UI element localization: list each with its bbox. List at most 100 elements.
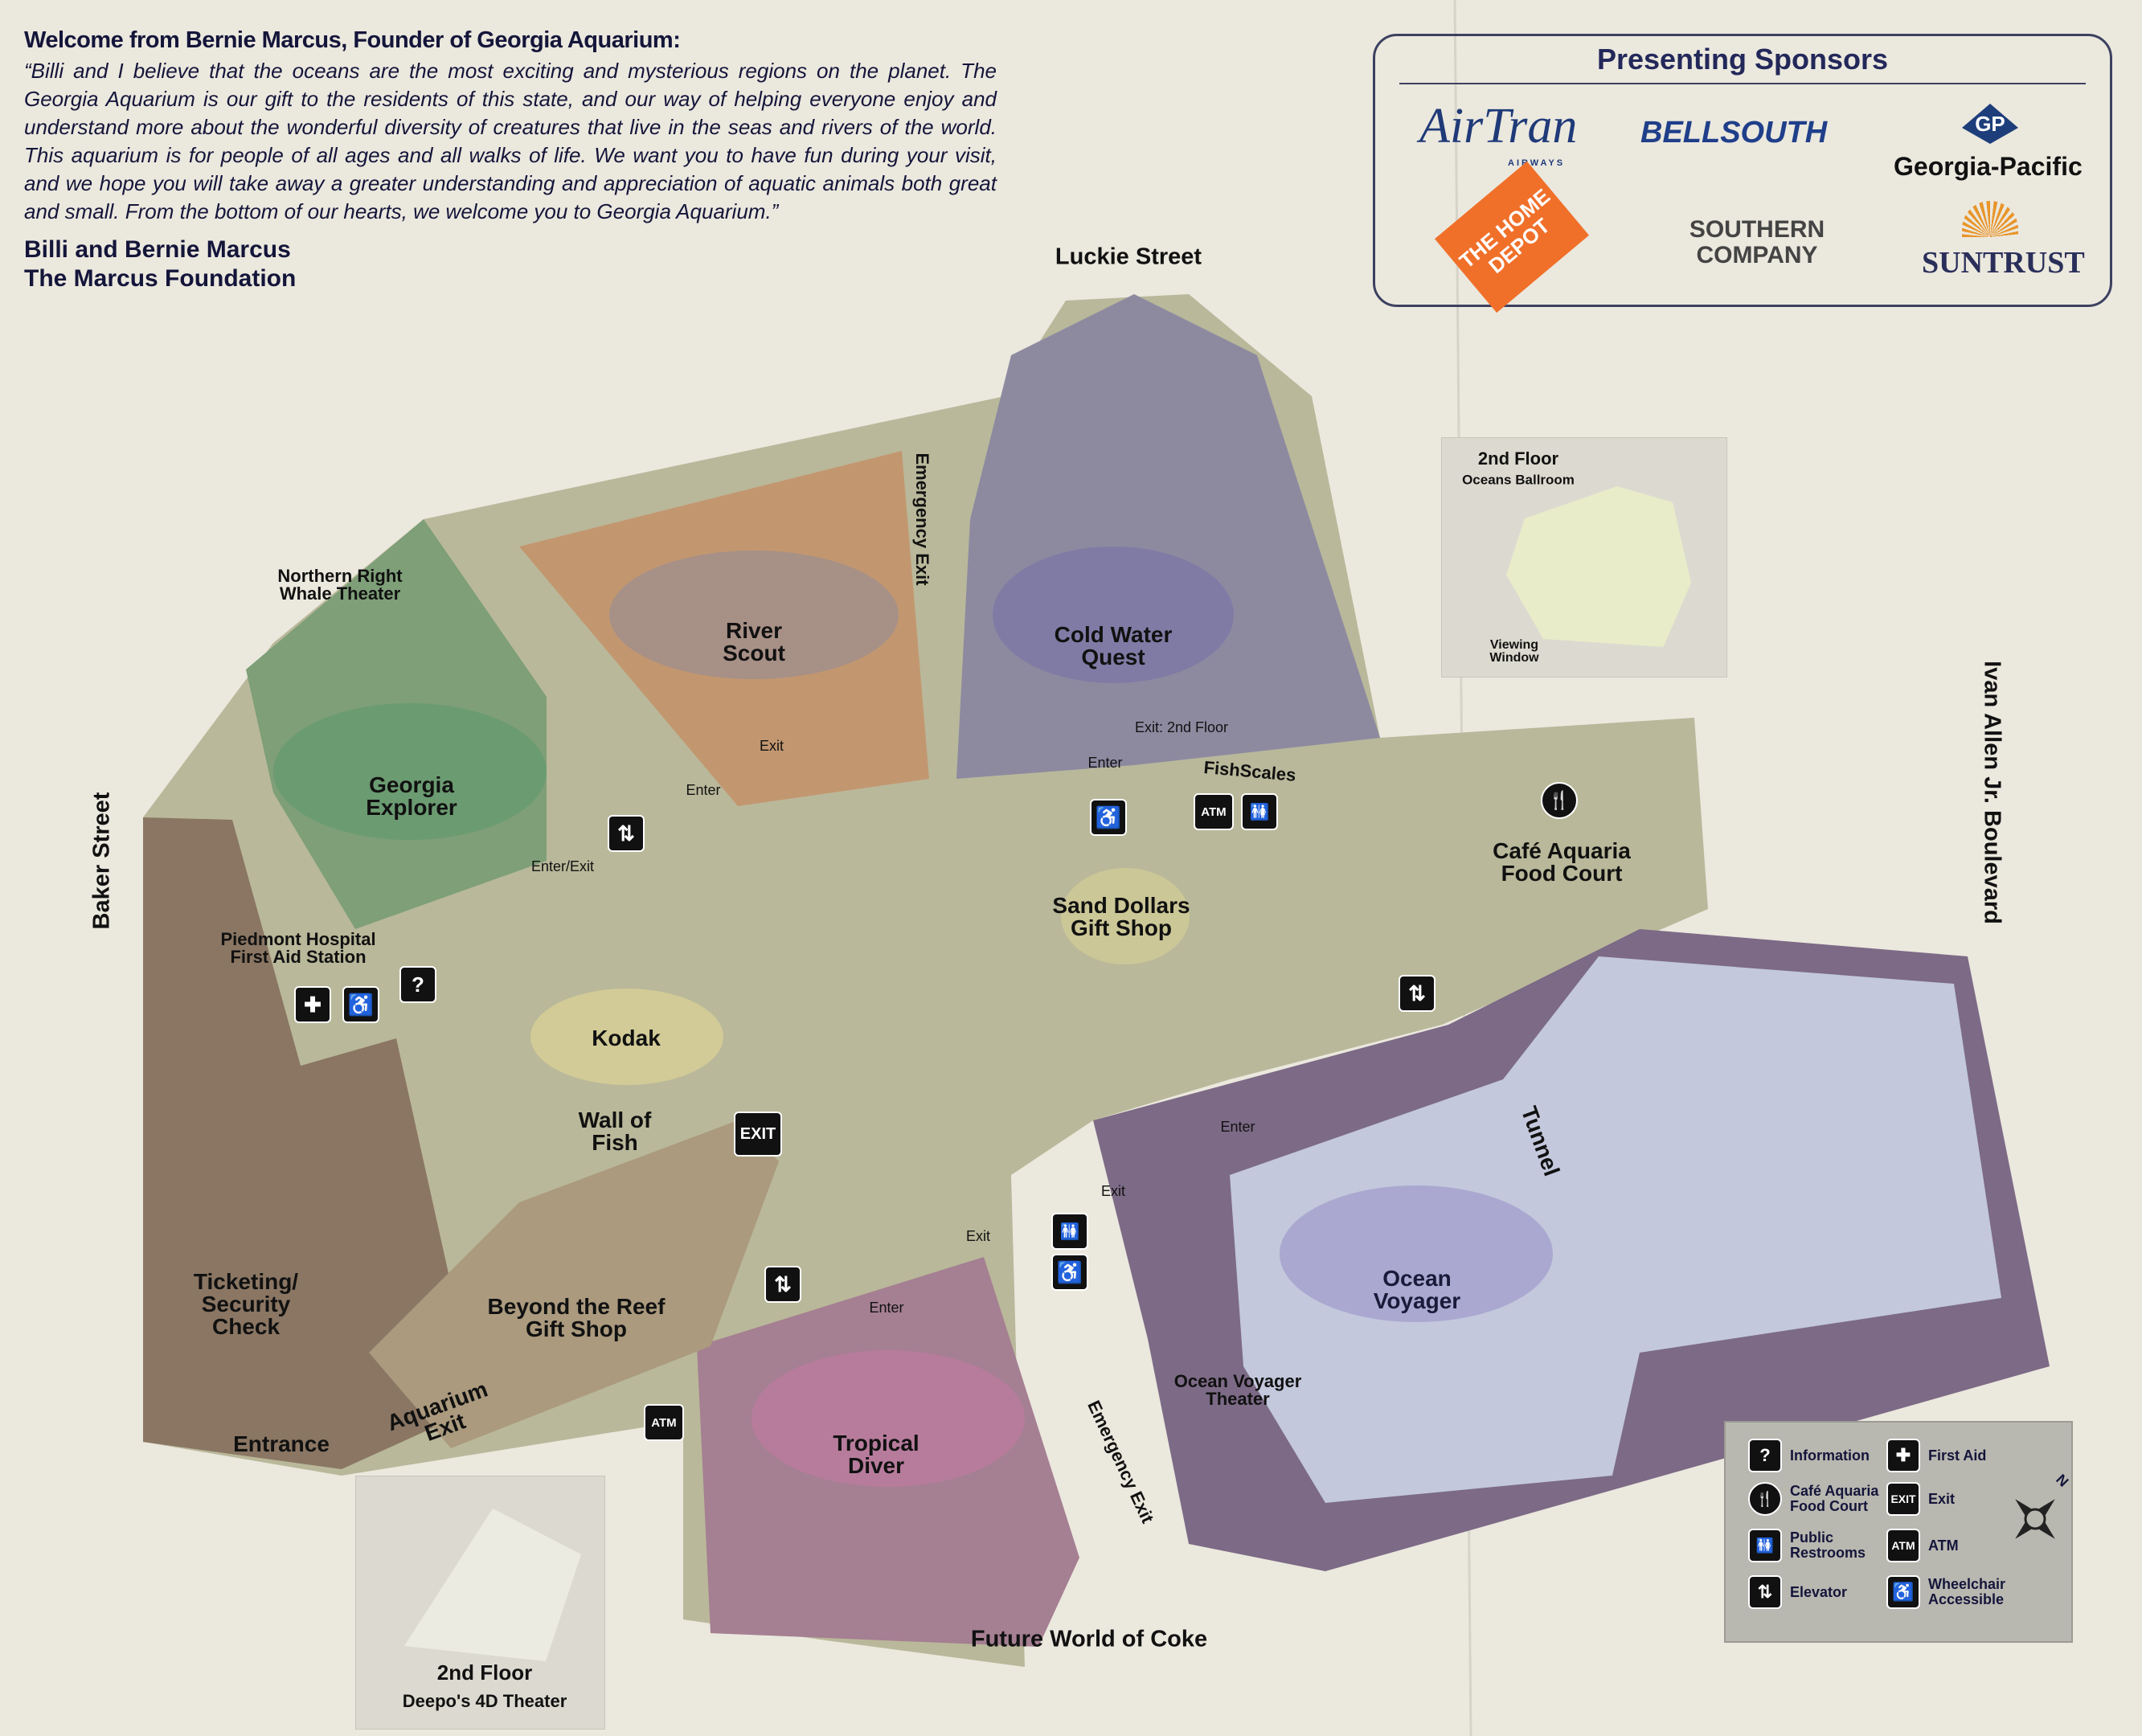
suntrust-sun-icon <box>1962 201 2018 237</box>
street-east: Ivan Allen Jr. Boulevard <box>1979 661 2005 924</box>
bellsouth-logo: BELLSOUTH <box>1640 116 1828 149</box>
exit-icon: EXIT <box>1886 1482 1920 1516</box>
tropical-diver-exit-label: Exit <box>965 1228 991 1244</box>
home-depot-logo: THE HOME DEPOT <box>1434 161 1590 313</box>
wheelchair-icon: ♿ <box>1886 1575 1920 1609</box>
ocean-voyager-theater-label: Ocean Voyager Theater <box>1173 1371 1302 1409</box>
kodak-area <box>530 989 723 1085</box>
restroom-icon: 🚻 <box>1241 793 1278 830</box>
legend-label: ATM <box>1928 1537 1959 1554</box>
sponsors-title: Presenting Sponsors <box>1596 43 1889 76</box>
legend-label: First Aid <box>1928 1447 1987 1464</box>
airtran-logo: AirTran <box>1419 99 1578 154</box>
cafe-icon: 🍴 <box>1748 1482 1782 1516</box>
emergency-exit-north-label: Emergency Exit <box>912 452 932 586</box>
wheelchair-icon: ♿ <box>342 986 379 1023</box>
information-icon: ? <box>399 966 436 1003</box>
cold-water-enter-label: Enter <box>1087 755 1123 771</box>
information-icon: ? <box>1748 1439 1782 1472</box>
cold-water-quest-label: Cold Water Quest <box>1054 622 1173 669</box>
legend-item: 🍴 Café Aquaria Food Court <box>1748 1482 1881 1516</box>
sponsors-divider <box>1399 83 2086 84</box>
entrance-label: Entrance <box>233 1431 330 1456</box>
cold-water-habitat <box>993 547 1234 683</box>
deepo-theater-title: 2nd Floor <box>436 1660 533 1685</box>
street-west: Baker Street <box>88 792 115 930</box>
exit-2nd-floor-label: Exit: 2nd Floor <box>1134 719 1229 735</box>
legend-label: Public Restrooms <box>1790 1529 1866 1561</box>
beyond-reef-label: Beyond the Reef Gift Shop <box>487 1294 666 1341</box>
kodak-label: Kodak <box>592 1026 661 1050</box>
map-legend: ? Information ✚ First Aid 🍴 Café Aquaria Fo… <box>1724 1421 2073 1643</box>
street-north: Luckie Street <box>1055 244 1202 270</box>
legend-item: 🚻Public Restrooms <box>1748 1529 1881 1562</box>
legend-label: Café Aquaria Food Court <box>1790 1483 1879 1514</box>
ballroom-title: 2nd Floor <box>1477 448 1559 469</box>
legend-label: Information <box>1790 1447 1870 1464</box>
legend-label: Exit <box>1928 1490 1956 1507</box>
compass-icon <box>2015 1499 2055 1539</box>
deepo-theater-subtitle: Deepo's 4D Theater <box>402 1691 567 1711</box>
viewing-window-label: Viewing Window <box>1489 638 1539 665</box>
georgia-explorer-label: Georgia Explorer <box>366 772 457 820</box>
elevator-icon: ⇅ <box>1399 975 1436 1012</box>
legend-item: ⇅ Elevator <box>1748 1575 1847 1609</box>
cafe-icon: 🍴 <box>1541 782 1578 819</box>
restroom-icon: 🚻 <box>1051 1213 1088 1250</box>
theater-floor <box>404 1509 581 1661</box>
exit-icon: EXIT <box>734 1112 782 1157</box>
ocean-voyager-exit-label: Exit <box>1100 1183 1126 1199</box>
whale-theater-label: Northern Right Whale Theater <box>277 566 403 604</box>
elevator-icon: ⇅ <box>764 1266 801 1303</box>
legend-label: Wheelchair Accessible <box>1928 1576 2006 1607</box>
welcome-quote: “Billi and I believe that the oceans are… <box>24 59 997 223</box>
river-scout-habitat <box>609 551 899 679</box>
welcome-heading: Welcome from Bernie Marcus, Founder of G… <box>24 27 681 53</box>
wheelchair-icon: ♿ <box>1051 1254 1088 1291</box>
suntrust-logo: SUNTRUST <box>1922 246 2085 280</box>
legend-item: ? Information <box>1748 1439 1870 1472</box>
georgia-explorer-enter-exit-label: Enter/Exit <box>530 858 595 874</box>
sponsors-box: Presenting Sponsors AirTran AIRWAYS BELL… <box>1373 34 2112 313</box>
atm-icon: ATM <box>644 1404 684 1441</box>
wall-of-fish-label: Wall of Fish <box>578 1108 652 1155</box>
georgia-pacific-logo-mark: GP <box>1962 104 2018 144</box>
southern-company-logo: SOUTHERN COMPANY <box>1689 216 1825 268</box>
legend-label: Elevator <box>1790 1583 1848 1600</box>
deepo-theater-inset: 2nd Floor Deepo's 4D Theater <box>355 1476 605 1730</box>
sand-dollars-label: Sand Dollars Gift Shop <box>1052 893 1190 940</box>
welcome-message: Welcome from Bernie Marcus, Founder of G… <box>24 27 997 293</box>
cafe-label: Café Aquaria Food Court <box>1493 838 1631 886</box>
tropical-diver-label: Tropical Diver <box>833 1431 919 1478</box>
legend-item: EXIT Exit <box>1886 1482 1955 1516</box>
beyond-reef-zone <box>369 1120 779 1448</box>
signature-foundation: The Marcus Foundation <box>24 265 297 292</box>
ocean-voyager-enter-label: Enter <box>1220 1119 1255 1135</box>
legend-item: ✚ First Aid <box>1886 1439 1986 1472</box>
ocean-voyager-label: Ocean Voyager <box>1373 1266 1461 1313</box>
tropical-diver-enter-label: Enter <box>869 1300 904 1316</box>
atm-icon: ATM <box>1194 793 1234 830</box>
river-scout-label: River Scout <box>723 618 785 665</box>
tropical-diver-habitat <box>752 1350 1025 1487</box>
georgia-explorer-habitat <box>273 703 547 840</box>
entrance-building <box>143 817 478 1469</box>
oceans-ballroom-inset: 2nd Floor Oceans Ballroom Viewing Window <box>1441 437 1727 678</box>
wheelchair-icon: ♿ <box>1090 799 1127 836</box>
first-aid-station-label: Piedmont Hospital First Aid Station <box>220 929 376 967</box>
atm-icon: ATM <box>1886 1529 1920 1562</box>
legend-item: ATM ATM <box>1886 1529 1959 1562</box>
ballroom-floor <box>1506 486 1691 647</box>
ticketing-label: Ticketing/ Security Check <box>193 1269 299 1339</box>
signature-names: Billi and Bernie Marcus <box>24 236 291 263</box>
legend-item: ♿ Wheelchair Accessible <box>1886 1575 2015 1609</box>
elevator-icon: ⇅ <box>608 815 645 852</box>
elevator-icon: ⇅ <box>1748 1575 1782 1609</box>
river-scout-exit-label: Exit <box>759 738 784 754</box>
street-south: Future World of Coke <box>970 1626 1208 1652</box>
first-aid-icon: ✚ <box>1886 1439 1920 1472</box>
ballroom-subtitle: Oceans Ballroom <box>1462 472 1575 488</box>
georgia-pacific-logo: Georgia-Pacific <box>1894 152 2083 181</box>
river-scout-enter-label: Enter <box>686 782 721 798</box>
